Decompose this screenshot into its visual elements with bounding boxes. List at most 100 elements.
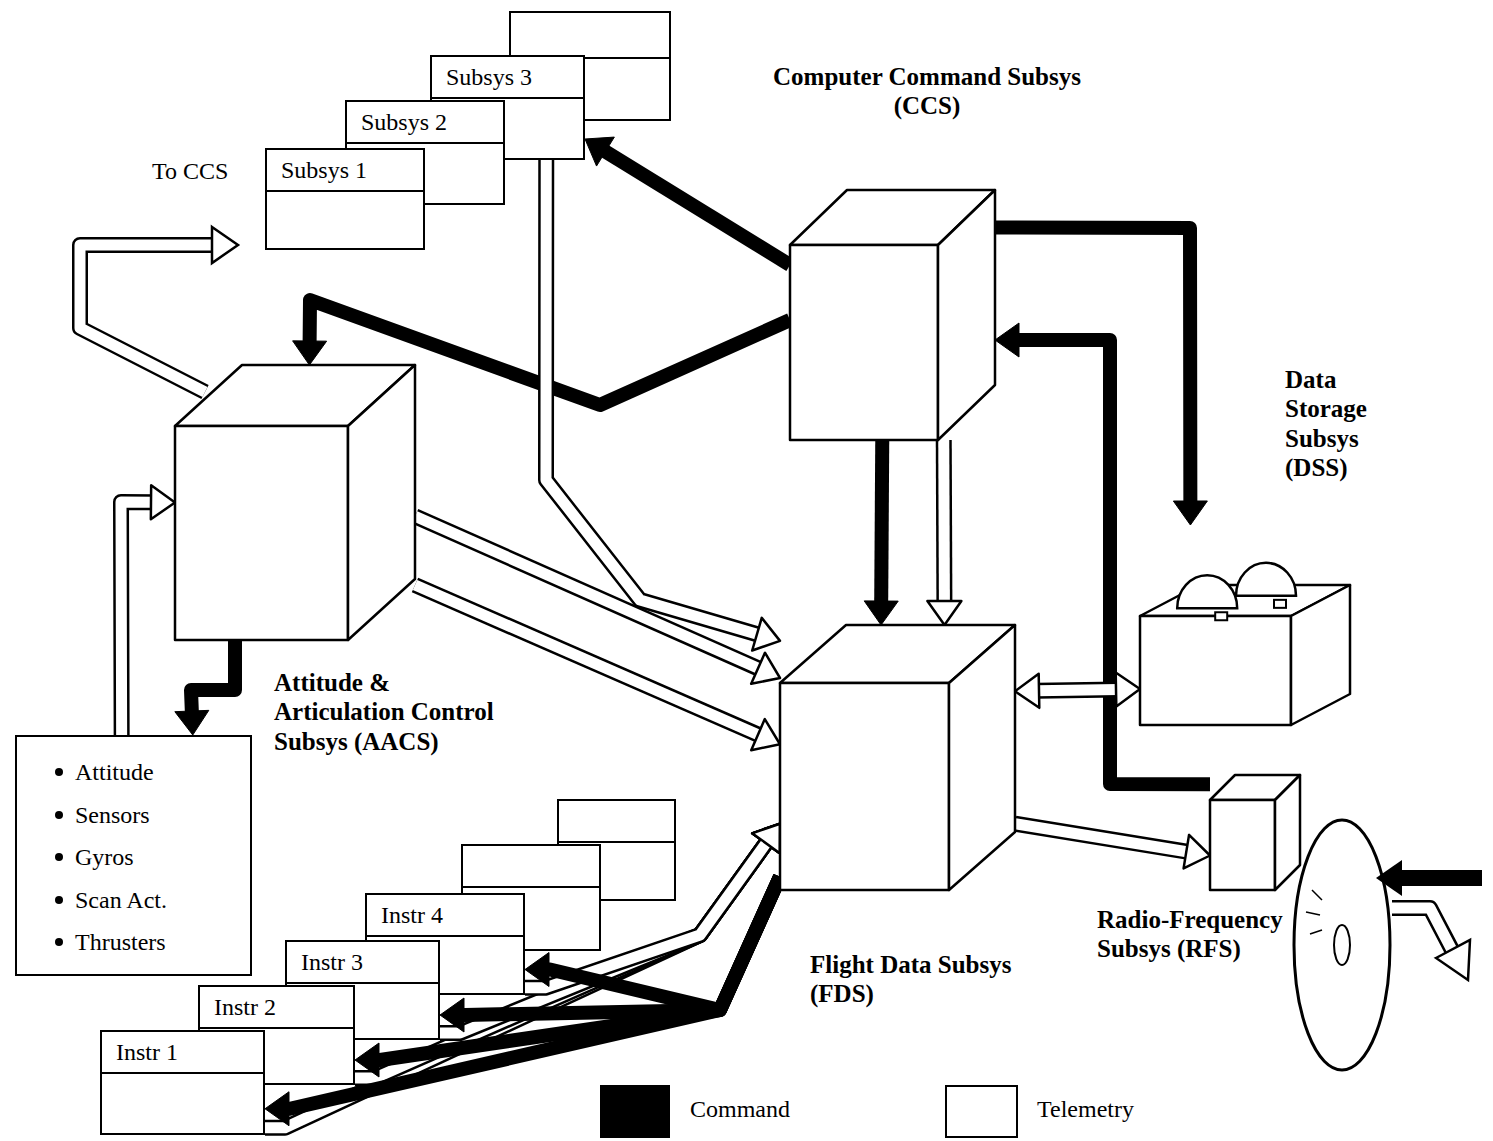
arrow-head xyxy=(265,1092,289,1126)
command-connector xyxy=(864,440,898,625)
command-band xyxy=(547,877,780,1010)
subsystem-label: Attitude & Articulation Control Subsys (… xyxy=(272,668,506,756)
telemetry-outline xyxy=(936,440,953,603)
instrument-box: Instr 1 xyxy=(100,1030,265,1135)
cube-face xyxy=(348,365,415,640)
unit-outline xyxy=(175,365,415,640)
telemetry-outline xyxy=(121,502,153,735)
legend-swatch xyxy=(945,1085,1018,1138)
command-connector xyxy=(995,228,1207,526)
arrow-head xyxy=(585,137,614,166)
fds-cube: Flight Data Subsys (FDS) xyxy=(780,625,1015,890)
box-header: Subsys 2 xyxy=(347,102,503,144)
direction-label: To CCS xyxy=(150,158,230,185)
aacs-cube: Attitude & Articulation Control Subsys (… xyxy=(175,365,415,640)
cube-face xyxy=(938,190,995,440)
box-divider xyxy=(558,841,675,843)
telemetry-band xyxy=(1037,689,1118,690)
legend-swatch xyxy=(600,1085,670,1138)
component-name: Thrusters xyxy=(75,921,166,964)
cube-face xyxy=(1140,616,1291,725)
arrow-head xyxy=(525,953,549,987)
arrow-head xyxy=(864,601,898,625)
component-name: Gyros xyxy=(75,836,134,879)
subsystem-label: Computer Command Subsys (CCS) xyxy=(760,62,1094,121)
command-band xyxy=(191,640,235,713)
box-title: Instr 2 xyxy=(214,994,276,1021)
cube-face xyxy=(780,683,949,890)
subsystem-name: Data Storage Subsys (DSS) xyxy=(1283,365,1407,482)
command-band xyxy=(881,440,882,603)
arrow-head xyxy=(440,998,464,1032)
arrow-head xyxy=(752,824,780,853)
box-title: Instr 1 xyxy=(116,1039,178,1066)
rfs-unit: Radio-Frequency Subsys (RFS) xyxy=(1210,775,1300,890)
arrow-head xyxy=(927,601,961,625)
subsystem-name: Flight Data Subsys (FDS) xyxy=(808,950,1022,1009)
uplink-band xyxy=(1400,870,1482,886)
arrow-head xyxy=(151,485,175,519)
component-name: Sensors xyxy=(75,794,150,837)
box-header: Instr 1 xyxy=(102,1032,263,1074)
box-header: Subsys 1 xyxy=(267,150,423,192)
component-name: Attitude xyxy=(75,751,154,794)
bullet-dot xyxy=(55,853,63,861)
subsystem-label: Radio-Frequency Subsys (RFS) xyxy=(1095,905,1289,964)
subsystem-name: Attitude & Articulation Control Subsys (… xyxy=(272,668,506,756)
list-item: Thrusters xyxy=(55,921,236,964)
arrow-head xyxy=(751,719,780,750)
telemetry-outline xyxy=(1037,689,1118,690)
subsystem-label: Flight Data Subsys (FDS) xyxy=(808,950,1022,1009)
box-title: Subsys 1 xyxy=(281,157,367,184)
bullet-dot xyxy=(55,768,63,776)
bullet-dot xyxy=(55,811,63,819)
telemetry-band xyxy=(938,440,950,603)
subsystem-label: Data Storage Subsys (DSS) xyxy=(1283,365,1407,482)
telemetry-band xyxy=(546,160,759,635)
arrow-head xyxy=(995,323,1019,357)
box-title: Instr 3 xyxy=(301,949,363,976)
unit-outline xyxy=(1210,775,1300,890)
telemetry-connector xyxy=(1015,672,1140,707)
arrow-head xyxy=(1173,501,1207,525)
cube-face xyxy=(1210,800,1275,890)
bullet-dot xyxy=(55,896,63,904)
arrow-head xyxy=(1015,674,1039,708)
tape-head xyxy=(1215,612,1227,620)
subsystem-name: Computer Command Subsys (CCS) xyxy=(760,62,1094,121)
arrow-head xyxy=(355,1043,379,1077)
list-item: Gyros xyxy=(55,836,236,879)
command-connector xyxy=(585,137,790,265)
command-connector xyxy=(525,877,780,1010)
tape-reel xyxy=(1177,575,1237,608)
arrow-head xyxy=(175,710,209,735)
bullet-dot xyxy=(55,938,63,946)
legend-label: Telemetry xyxy=(1035,1096,1136,1123)
ccs-cube: Computer Command Subsys (CCS) xyxy=(790,190,995,440)
cube-face xyxy=(1291,585,1350,725)
box-title: Instr 4 xyxy=(381,902,443,929)
box-header: Subsys 3 xyxy=(432,57,583,99)
tape-head xyxy=(1274,600,1286,608)
telemetry-band xyxy=(80,245,214,392)
list-item: Sensors xyxy=(55,794,236,837)
cube-face xyxy=(790,245,938,440)
telemetry-outline xyxy=(546,160,759,635)
component-name: Scan Act. xyxy=(75,879,167,922)
tape-reel xyxy=(1236,563,1296,596)
list-item: Attitude xyxy=(55,751,236,794)
arrow-head xyxy=(752,618,780,651)
antenna-dish xyxy=(1294,820,1390,1070)
box-header: Instr 2 xyxy=(200,987,353,1029)
box-title: Subsys 3 xyxy=(446,64,532,91)
arrow-head xyxy=(212,227,238,263)
telemetry-band xyxy=(1015,824,1188,852)
command-band xyxy=(995,228,1190,504)
legend-label: Command xyxy=(688,1096,792,1123)
command-connector xyxy=(175,640,235,735)
telemetry-connector xyxy=(1015,824,1210,869)
subsystem-box: Subsys 1 xyxy=(265,148,425,250)
box-header: Instr 4 xyxy=(367,895,523,937)
unit-outline xyxy=(780,625,1015,890)
